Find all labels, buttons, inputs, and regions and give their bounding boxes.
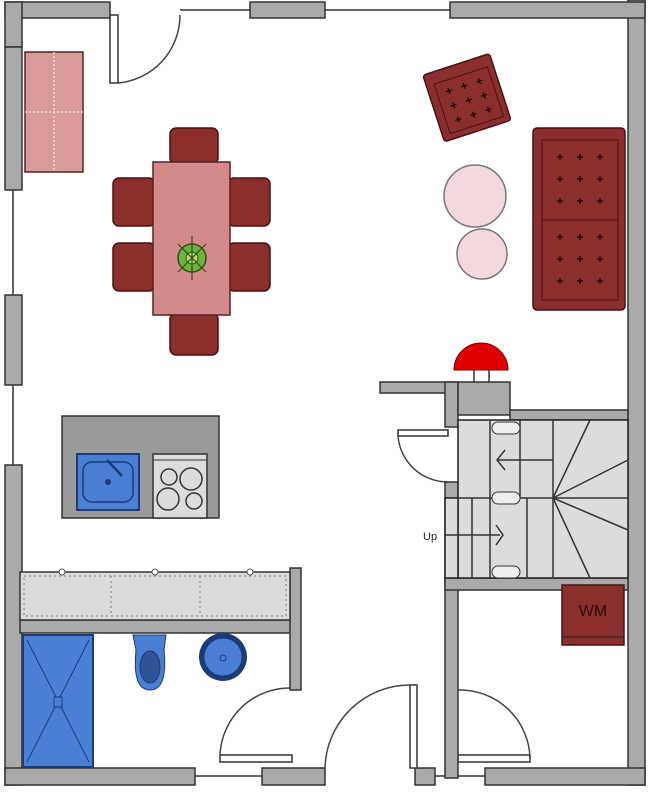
exterior-walls	[4, 0, 646, 786]
kitchen-island	[61, 415, 220, 519]
tuft-mark	[597, 176, 603, 182]
tuft-mark	[557, 234, 563, 240]
sideboard	[24, 51, 84, 173]
armchair	[422, 53, 512, 142]
floor-lamp	[453, 342, 509, 382]
tuft-mark	[577, 234, 583, 240]
tuft-mark	[577, 256, 583, 262]
upholstery-tufts	[445, 77, 603, 284]
bathroom-sink	[199, 633, 247, 681]
washing-machine: WM	[561, 584, 625, 646]
tuft-mark	[577, 154, 583, 160]
tuft-mark	[480, 92, 488, 99]
windows	[4, 1, 485, 777]
tuft-mark	[577, 176, 583, 182]
tuft-mark	[597, 234, 603, 240]
stove	[152, 453, 208, 519]
side-table-large	[443, 164, 507, 228]
tuft-mark	[485, 106, 492, 113]
tuft-mark	[557, 154, 563, 160]
tuft-mark	[470, 111, 477, 118]
shower	[22, 634, 94, 768]
tuft-mark	[597, 198, 603, 204]
toilet	[132, 634, 167, 691]
tuft-mark	[445, 87, 453, 94]
washing-machine-label: WM	[579, 603, 607, 620]
stairs-arrow-upper	[496, 449, 553, 471]
armchair-tufts	[445, 77, 492, 123]
tuft-mark	[557, 256, 563, 262]
tuft-mark	[557, 176, 563, 182]
doors[interactable]	[109, 14, 531, 769]
bathroom-counter	[19, 568, 291, 621]
tuft-mark	[557, 198, 563, 204]
tuft-mark	[577, 198, 583, 204]
tuft-mark	[476, 77, 483, 85]
kitchen-sink	[76, 453, 140, 511]
tuft-mark	[577, 278, 583, 284]
tuft-mark	[455, 116, 462, 123]
door-bathroom[interactable]	[219, 687, 293, 763]
tuft-mark	[597, 278, 603, 284]
tuft-mark	[461, 82, 468, 90]
door-front[interactable]	[324, 684, 418, 769]
tuft-mark	[450, 102, 457, 109]
tuft-mark	[465, 97, 472, 104]
tuft-mark	[597, 154, 603, 160]
centerpiece-plant	[177, 236, 207, 280]
sofa	[532, 127, 626, 311]
dining-set	[112, 127, 271, 356]
door-top[interactable]	[109, 14, 181, 84]
stairs-arrow-lower	[445, 524, 504, 546]
tuft-mark	[597, 256, 603, 262]
door-utility[interactable]	[457, 689, 531, 763]
side-table-small	[456, 228, 508, 280]
tuft-mark	[557, 278, 563, 284]
stairs-up-label: Up	[423, 531, 437, 543]
door-closet[interactable]	[397, 429, 449, 483]
staircase: Up	[423, 419, 629, 579]
